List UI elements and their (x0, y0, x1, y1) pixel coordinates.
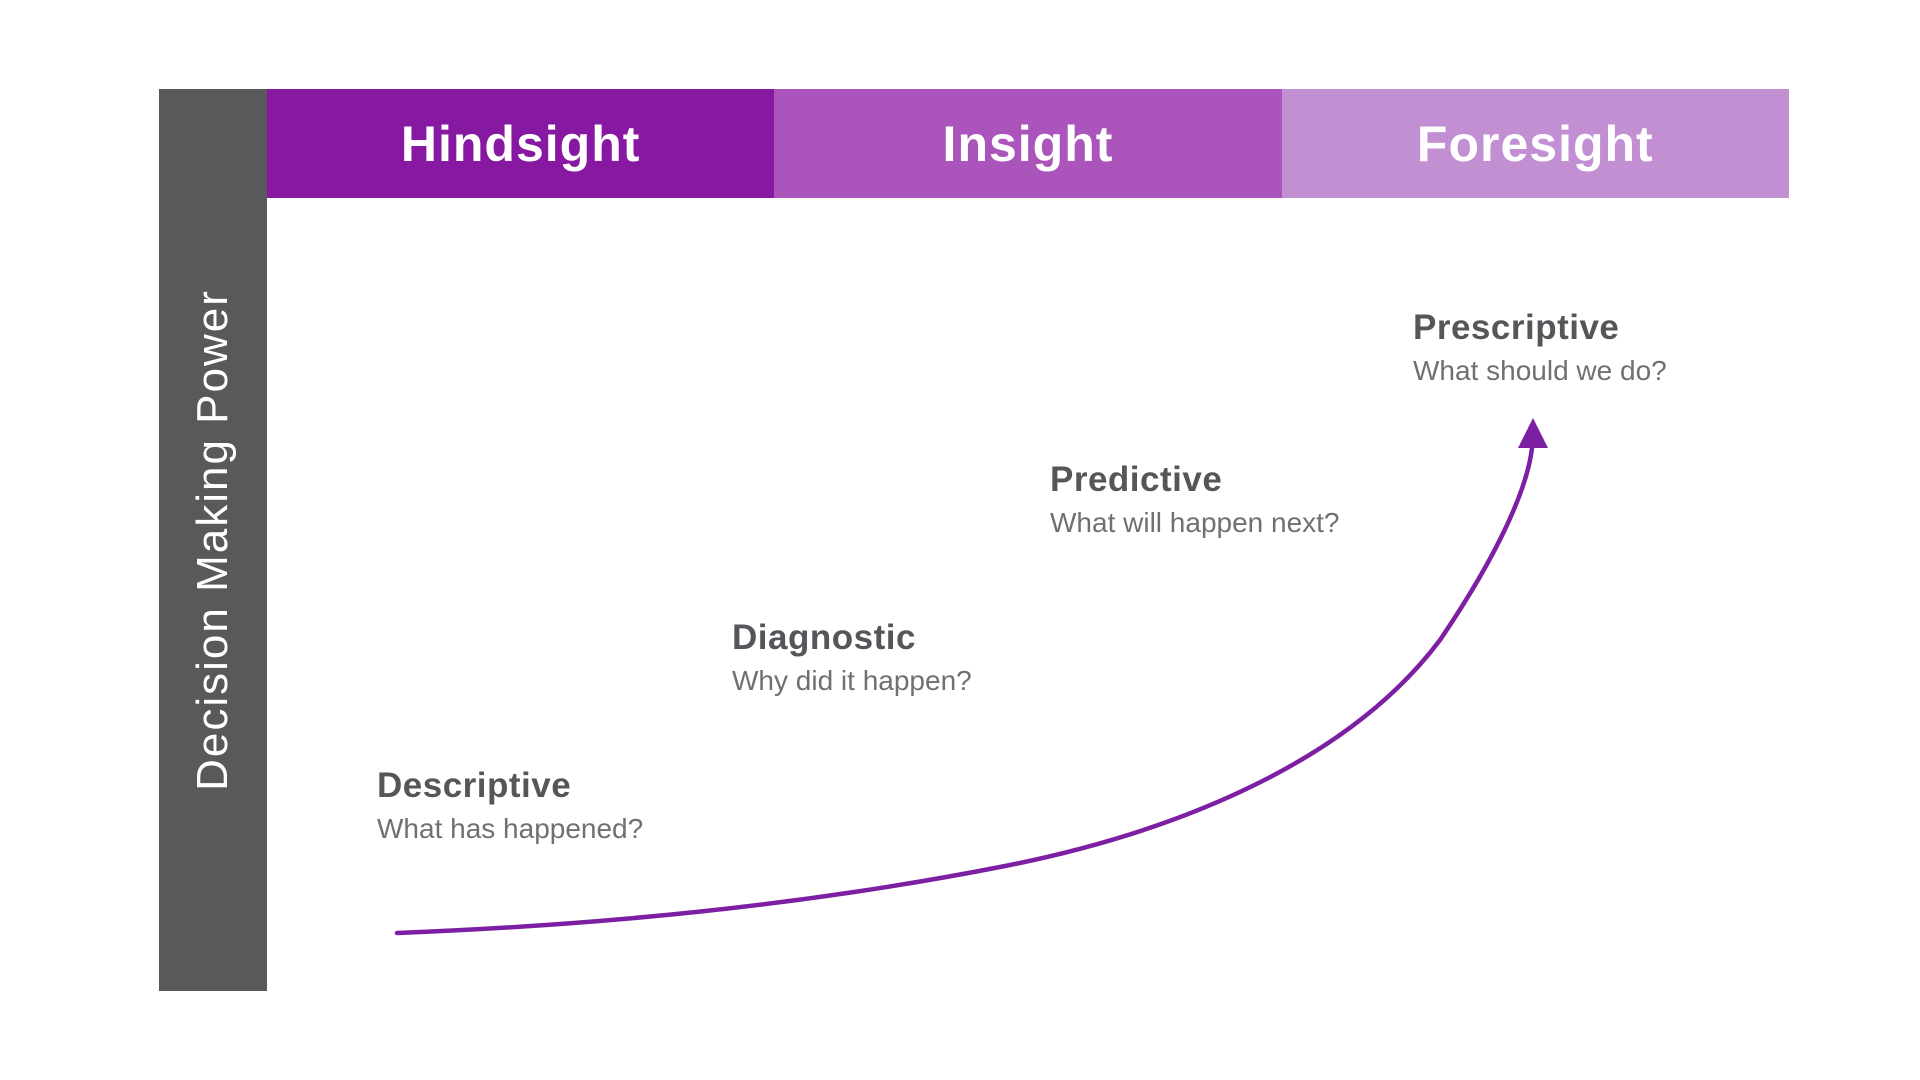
band-insight-label: Insight (942, 115, 1114, 172)
stage-diagnostic-question: Why did it happen? (732, 665, 972, 696)
header-bands: Hindsight Insight Foresight (267, 89, 1789, 198)
arrow-up-icon (1518, 418, 1548, 448)
stage-predictive: Predictive What will happen next? (1050, 460, 1340, 539)
stage-predictive-title: Predictive (1050, 460, 1223, 499)
y-axis-label: Decision Making Power (188, 289, 237, 791)
band-foresight: Foresight (1281, 89, 1789, 198)
stage-prescriptive: Prescriptive What should we do? (1413, 308, 1667, 387)
y-axis-bar: Decision Making Power (159, 89, 267, 991)
band-insight: Insight (774, 89, 1282, 198)
stage-prescriptive-question: What should we do? (1413, 355, 1667, 386)
stage-diagnostic-title: Diagnostic (732, 618, 916, 657)
stage-predictive-question: What will happen next? (1050, 507, 1340, 538)
stage-diagnostic: Diagnostic Why did it happen? (732, 618, 972, 697)
stage-descriptive-question: What has happened? (377, 813, 644, 844)
stage-descriptive-title: Descriptive (377, 766, 572, 805)
stage-prescriptive-title: Prescriptive (1413, 308, 1620, 347)
band-hindsight-label: Hindsight (400, 115, 641, 172)
band-hindsight: Hindsight (267, 89, 775, 198)
stage-descriptive: Descriptive What has happened? (377, 766, 643, 845)
band-foresight-label: Foresight (1416, 115, 1654, 172)
